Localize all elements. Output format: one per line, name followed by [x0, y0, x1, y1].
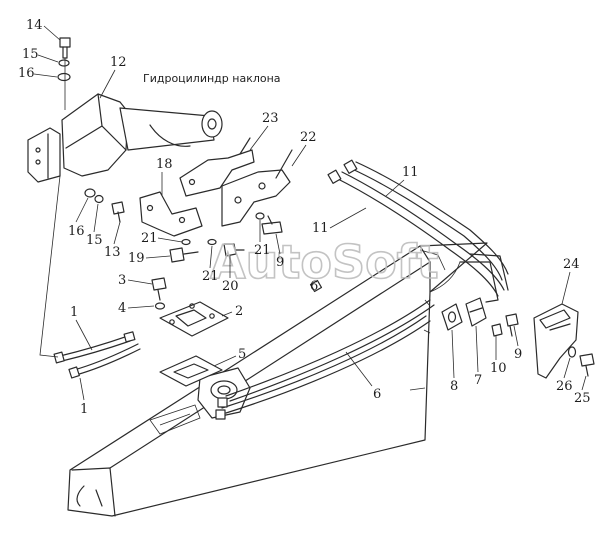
callout-15-lower: 15 — [86, 233, 103, 248]
callout-21-left: 21 — [141, 231, 158, 246]
callout-21-mid: 21 — [202, 269, 219, 284]
callout-1-lower: 1 — [80, 402, 88, 417]
washer-4 — [154, 302, 166, 310]
callout-20: 20 — [222, 279, 239, 294]
watermark: AutoSoft — [210, 235, 439, 289]
callout-8: 8 — [450, 379, 458, 394]
callout-26: 26 — [556, 379, 573, 394]
bolt-19 — [169, 247, 199, 263]
bolt-14 — [59, 37, 71, 59]
hose-6 — [215, 279, 435, 420]
boom-pivot-lug — [149, 367, 251, 435]
callout-11-lower: 11 — [312, 221, 329, 236]
callout-19: 19 — [128, 251, 145, 266]
cover-24 — [533, 303, 579, 379]
callout-10: 10 — [490, 361, 507, 376]
callout-12: 12 — [110, 55, 127, 70]
callout-9-upper: 9 — [276, 255, 284, 270]
callout-18: 18 — [156, 157, 173, 172]
hose-1-lower — [68, 343, 141, 379]
bracket-18 — [139, 191, 203, 237]
callouts: 14 15 16 12 16 15 13 18 23 22 21 19 21 2… — [18, 18, 591, 417]
callout-25: 25 — [574, 391, 591, 406]
callout-3: 3 — [118, 273, 126, 288]
callout-24: 24 — [563, 257, 580, 272]
leader-cylinder-to-hose — [39, 175, 61, 358]
nut-10 — [491, 323, 503, 337]
callout-1-upper: 1 — [70, 305, 78, 320]
callout-6-upper: 6 — [310, 279, 318, 294]
bracket-7 — [465, 297, 487, 327]
bolt-3 — [151, 277, 167, 301]
bolt-25 — [579, 353, 595, 377]
bolt-20 — [223, 243, 245, 257]
washer-26 — [567, 346, 577, 358]
bolt-9-right — [505, 313, 519, 337]
bolt-13 — [111, 201, 125, 223]
callout-4: 4 — [118, 301, 126, 316]
bracket-23 — [179, 137, 255, 197]
callout-22: 22 — [300, 130, 317, 145]
hose-11 — [327, 159, 509, 303]
plate-8 — [441, 303, 463, 331]
callout-7: 7 — [474, 373, 482, 388]
diagram-caption: Гидроцилиндр наклона — [143, 72, 281, 85]
washer-15-lower — [94, 194, 104, 204]
tilt-cylinder-assembly — [27, 93, 223, 183]
callout-21-right: 21 — [254, 243, 271, 258]
bolt-9-upper — [261, 215, 283, 235]
washer-15-top — [58, 59, 70, 67]
callout-16-lower: 16 — [68, 224, 85, 239]
callout-23: 23 — [262, 111, 279, 126]
boom-frame — [67, 242, 488, 517]
callout-13: 13 — [104, 245, 121, 260]
callout-2: 2 — [235, 304, 243, 319]
washer-16-lower — [84, 188, 96, 198]
hose-1-upper — [53, 331, 136, 364]
gasket-5 — [159, 355, 223, 387]
callout-9-right: 9 — [514, 347, 522, 362]
callout-5: 5 — [238, 347, 246, 362]
callout-14: 14 — [26, 18, 43, 33]
callout-11-upper: 11 — [402, 165, 419, 180]
plate-2 — [159, 301, 229, 337]
bracket-22 — [221, 149, 293, 227]
callout-16-top: 16 — [18, 66, 35, 81]
washer-16-top — [57, 72, 71, 82]
callout-15-top: 15 — [22, 47, 39, 62]
callout-6-lower: 6 — [373, 387, 381, 402]
